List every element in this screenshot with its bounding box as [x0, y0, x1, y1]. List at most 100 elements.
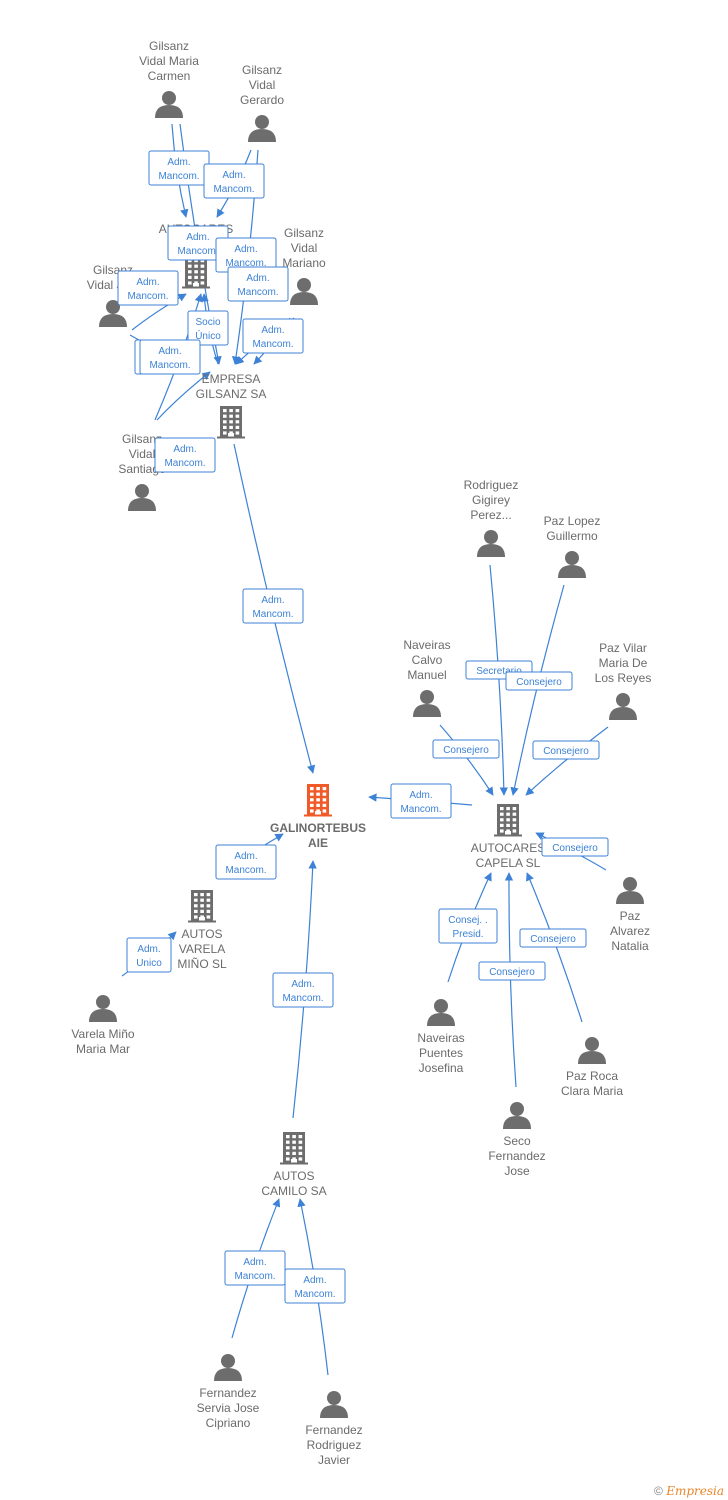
edge-label-box[interactable] — [224, 1250, 286, 1286]
edge-label-text: Mancom. — [400, 804, 441, 815]
node-label: Paz Roca — [566, 1069, 618, 1083]
edge-label-box[interactable] — [126, 937, 172, 973]
edge-label-box[interactable] — [139, 339, 201, 375]
edge-label-box[interactable] — [432, 739, 500, 759]
node-label: GALINORTEBUS — [270, 821, 366, 835]
edge-label-text: Mancom. — [237, 287, 278, 298]
copyright-symbol: © — [654, 1484, 663, 1498]
edge-label-text: Mancom. — [225, 865, 266, 876]
edge-label-box[interactable] — [505, 671, 573, 691]
edge-label[interactable]: Adm.Mancom. — [215, 844, 277, 880]
node-label: Javier — [318, 1453, 350, 1467]
node-label: Maria De — [599, 656, 648, 670]
edge-label-box[interactable] — [242, 318, 304, 354]
edge-label-box[interactable] — [242, 588, 304, 624]
node-label: Fernandez — [488, 1149, 545, 1163]
node-label: AIE — [308, 836, 328, 850]
edge-label-box[interactable] — [541, 837, 609, 857]
node-label: Manuel — [407, 668, 446, 682]
node-label: Gerardo — [240, 93, 284, 107]
edge-label[interactable]: Adm.Mancom. — [272, 972, 334, 1008]
edge-label-box[interactable] — [215, 844, 277, 880]
edge-label[interactable]: Consejero — [432, 739, 500, 759]
edge-label-text: Adm. — [222, 170, 245, 181]
edge-label[interactable]: Consejero — [519, 928, 587, 948]
node-rodriguez[interactable]: RodriguezGigireyPerez... — [464, 478, 519, 557]
edge-label[interactable]: Consejero — [505, 671, 573, 691]
node-label: VARELA — [179, 942, 225, 956]
person-icon — [477, 530, 505, 557]
edge-label-box[interactable] — [532, 740, 600, 760]
person-icon — [214, 1354, 242, 1381]
edge-label-box[interactable] — [227, 266, 289, 302]
edge-label[interactable]: Adm.Mancom. — [390, 783, 452, 819]
edge-label-text: Adm. — [234, 244, 257, 255]
edge-gilsanz_santiago-to-empresa_gilsanz — [156, 371, 211, 421]
node-label: Naveiras — [403, 638, 450, 652]
node-label: Santiago — [118, 462, 166, 476]
edge-label[interactable]: Adm.Mancom. — [154, 437, 216, 473]
edge-label[interactable]: Adm.Mancom. — [148, 150, 210, 186]
edge-label-box[interactable] — [117, 270, 179, 306]
edge-label[interactable]: Consejero — [541, 837, 609, 857]
edge-label[interactable]: Adm.Unico — [126, 937, 172, 973]
edge-label[interactable]: Adm.Mancom. — [242, 318, 304, 354]
edge-label[interactable]: Adm.Mancom. — [227, 266, 289, 302]
edge-label[interactable]: Adm.Mancom. — [139, 339, 201, 375]
node-label: Naveiras — [417, 1031, 464, 1045]
edge-label[interactable]: Consejero — [532, 740, 600, 760]
edge-label[interactable]: Consej. .Presid. — [438, 908, 498, 944]
edge-label-box[interactable] — [284, 1268, 346, 1304]
edge-label-text: Adm. — [291, 979, 314, 990]
edge-label-text: Adm. — [137, 944, 160, 955]
edge-label[interactable]: Adm.Mancom. — [224, 1250, 286, 1286]
edge-label[interactable]: Adm. Mancom. — [203, 163, 265, 199]
node-label: Gilsanz — [149, 39, 189, 53]
edge-label-box[interactable] — [154, 437, 216, 473]
node-label: Vidal — [291, 241, 317, 255]
edge-label-box[interactable] — [203, 163, 265, 199]
edge-label-box[interactable] — [478, 961, 546, 981]
edge-label-text: Consejero — [443, 745, 489, 756]
footer-credit[interactable]: © Empresia — [654, 1484, 724, 1498]
edge-label-text: Mancom. — [252, 609, 293, 620]
edge-label-text: Mancom. — [213, 184, 254, 195]
node-label: Clara Maria — [561, 1084, 623, 1098]
edge-label-box[interactable] — [272, 972, 334, 1008]
node-label: AUTOS — [181, 927, 222, 941]
edge-label[interactable]: Adm.Mancom. — [167, 225, 229, 261]
edge-label[interactable]: Adm.Mancom. — [215, 237, 277, 273]
node-label: Josefina — [419, 1061, 464, 1075]
edge-label-box[interactable] — [519, 928, 587, 948]
edge-label-box[interactable] — [438, 908, 498, 944]
edge-label-box[interactable] — [187, 310, 229, 346]
edge-labels-layer: Adm. Mancom. Adm. Mancom. Adm. Mancom. Adm. Man… — [117, 150, 609, 1304]
edge-label[interactable]: Consejero — [478, 961, 546, 981]
edge-label[interactable]: Adm.Mancom. — [117, 270, 179, 306]
edge-label-box[interactable] — [390, 783, 452, 819]
node-label: Mariano — [282, 256, 326, 270]
edge-label[interactable]: Adm.Mancom. — [284, 1268, 346, 1304]
edge-label-text: Adm. — [186, 232, 209, 243]
edge-label[interactable]: Adm.Mancom. — [242, 588, 304, 624]
